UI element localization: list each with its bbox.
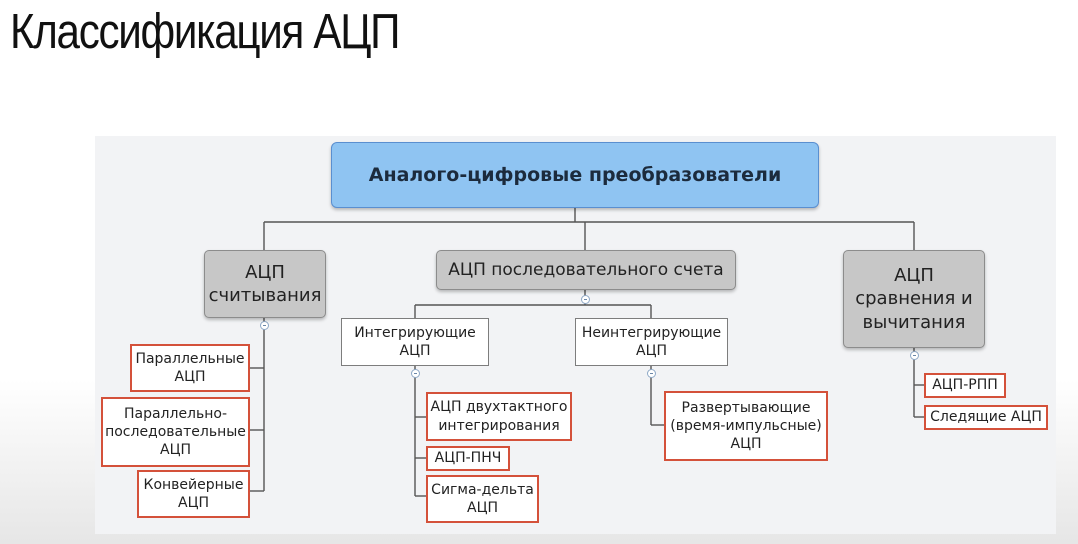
branch-node-comparison[interactable]: АЦП сравнения и вычитания	[843, 250, 985, 348]
branch-sequential-label: АЦП последовательного счета	[448, 259, 724, 280]
leaf-label: АЦП-РПП	[932, 377, 998, 394]
collapse-toggle-reading[interactable]	[260, 321, 269, 330]
root-node-label: Аналого-цифровые преобразователи	[368, 163, 782, 186]
node-integrating-label: Интегрирующие АЦП	[354, 324, 476, 359]
node-non-integrating-label: Неинтегрирующие АЦП	[581, 324, 722, 359]
leaf-parallel-sequential-adc[interactable]: Параллельно- последовательные АЦП	[101, 397, 250, 467]
leaf-parallel-adc[interactable]: Параллельные АЦП	[130, 344, 250, 392]
branch-comparison-label: АЦП сравнения и вычитания	[855, 264, 973, 333]
leaf-label: АЦП-ПНЧ	[434, 450, 502, 467]
leaf-label: Параллельные АЦП	[135, 350, 245, 385]
leaf-label: АЦП двухтактного интегрирования	[430, 399, 568, 434]
leaf-adc-sar[interactable]: АЦП-РПП	[924, 373, 1006, 398]
branch-node-sequential[interactable]: АЦП последовательного счета	[436, 250, 736, 290]
collapse-toggle-comparison[interactable]	[910, 351, 919, 360]
node-integrating-adc[interactable]: Интегрирующие АЦП	[341, 318, 489, 366]
leaf-label: Параллельно- последовательные АЦП	[105, 405, 246, 459]
leaf-sweep-adc[interactable]: Развертывающие (время-импульсные) АЦП	[664, 391, 828, 461]
collapse-toggle-non-integrating[interactable]	[647, 369, 656, 378]
node-non-integrating-adc[interactable]: Неинтегрирующие АЦП	[575, 318, 728, 366]
page-title: Классификация АЦП	[10, 5, 400, 59]
leaf-pipeline-adc[interactable]: Конвейерные АЦП	[137, 470, 250, 518]
root-node[interactable]: Аналого-цифровые преобразователи	[331, 142, 819, 208]
leaf-adc-vfc[interactable]: АЦП-ПНЧ	[426, 446, 510, 471]
leaf-label: Конвейерные АЦП	[143, 476, 244, 511]
leaf-label: Развертывающие (время-импульсные) АЦП	[670, 399, 822, 453]
leaf-label: Сигма-дельта АЦП	[431, 481, 534, 516]
leaf-dual-slope-adc[interactable]: АЦП двухтактного интегрирования	[426, 392, 572, 441]
leaf-label: Следящие АЦП	[930, 409, 1042, 426]
branch-reading-label: АЦП считывания	[208, 261, 322, 306]
collapse-toggle-sequential[interactable]	[581, 295, 590, 304]
leaf-tracking-adc[interactable]: Следящие АЦП	[924, 405, 1048, 430]
branch-node-reading[interactable]: АЦП считывания	[204, 250, 326, 318]
collapse-toggle-integrating[interactable]	[411, 369, 420, 378]
leaf-sigma-delta-adc[interactable]: Сигма-дельта АЦП	[426, 475, 539, 523]
